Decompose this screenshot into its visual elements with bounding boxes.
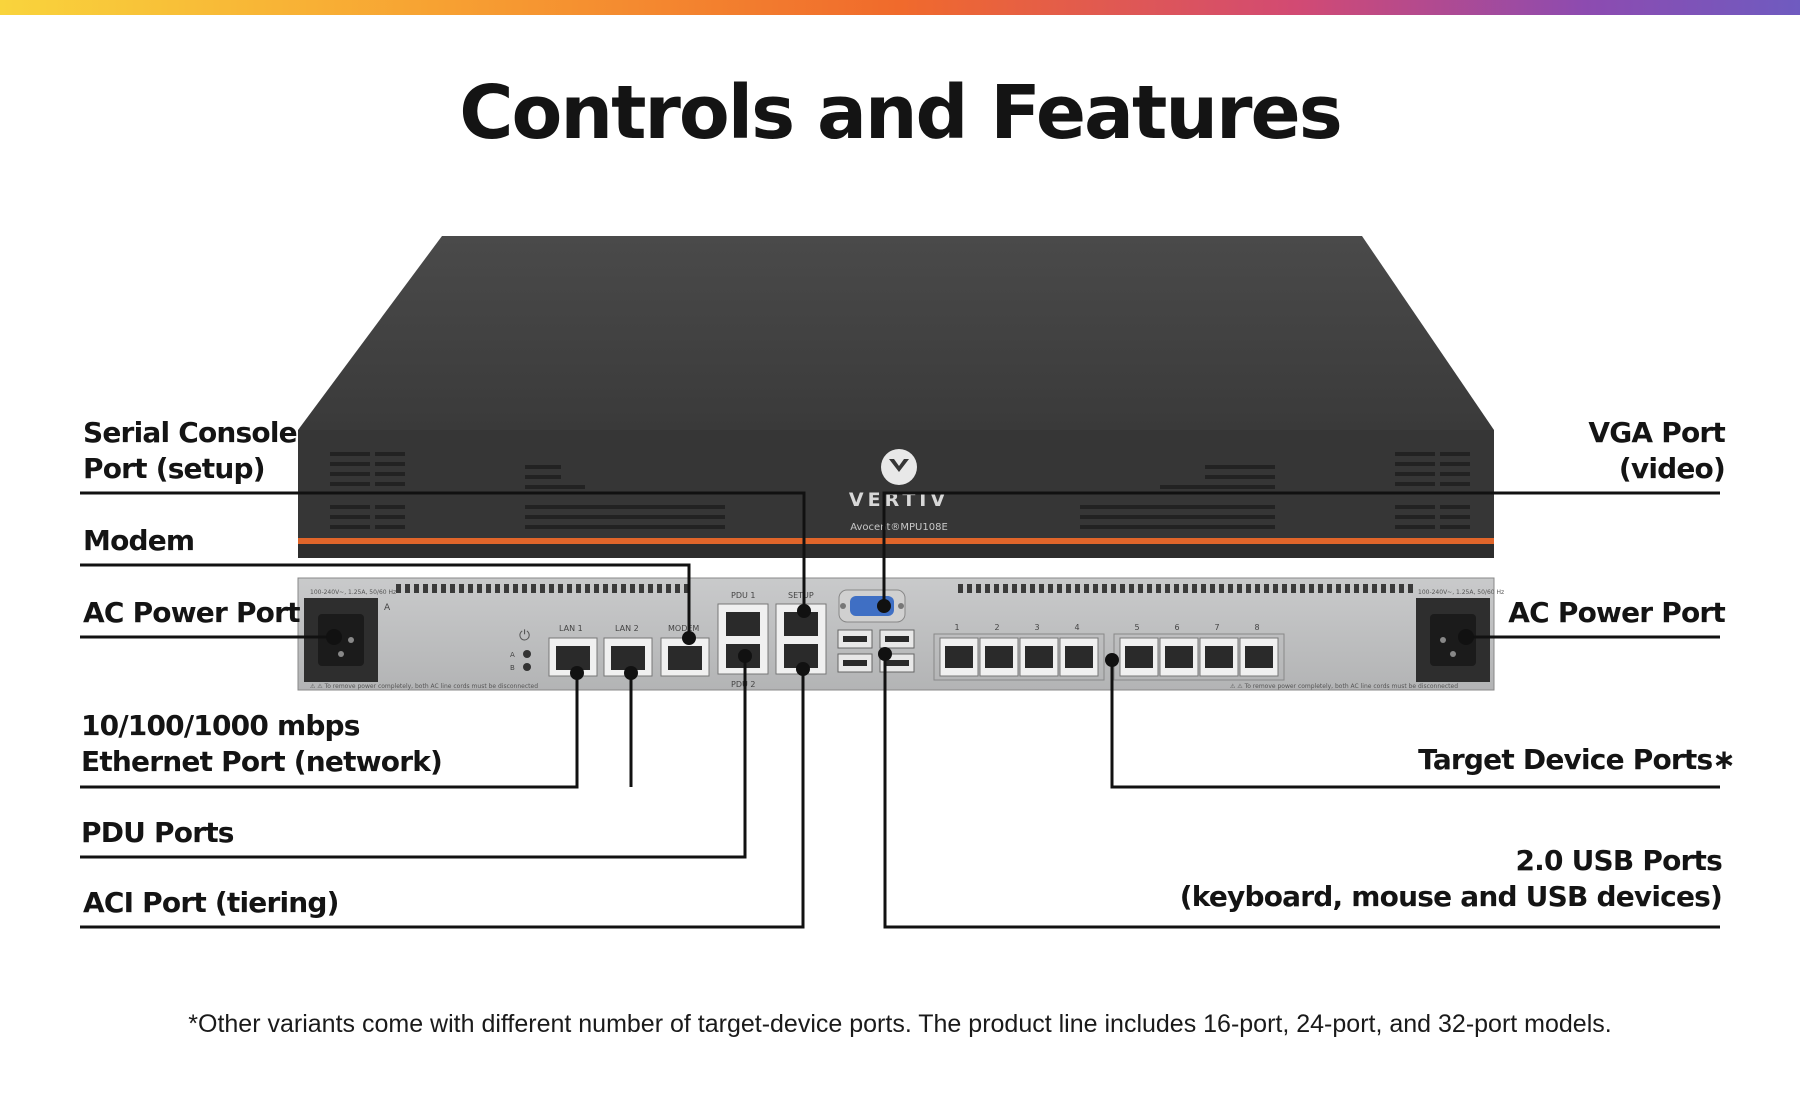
callout-dots: [326, 599, 1474, 680]
svg-text:B: B: [510, 664, 515, 672]
svg-text:PDU 1: PDU 1: [731, 591, 755, 600]
ac-power-port-right: [1416, 598, 1490, 682]
label-ac-power-port-right: AC Power Port: [1508, 596, 1726, 629]
svg-text:⚠ ⚠ To remove power completely: ⚠ ⚠ To remove power completely, both AC …: [310, 683, 538, 690]
svg-text:LAN 2: LAN 2: [615, 624, 639, 633]
label-vga-port: VGA Port(video): [1588, 416, 1725, 485]
svg-text:LAN 1: LAN 1: [559, 624, 583, 633]
target-port-number: 1: [954, 623, 959, 632]
target-port-number: 2: [994, 623, 999, 632]
label-pdu-ports: PDU Ports: [81, 816, 234, 849]
svg-text:SETUP: SETUP: [788, 591, 814, 600]
rear-vents: [396, 584, 1413, 593]
page-title: Controls and Features: [459, 70, 1343, 156]
svg-text:100-240V~, 1.25A, 50/60 Hz: 100-240V~, 1.25A, 50/60 Hz: [310, 589, 396, 596]
label-aci-port: ACI Port (tiering): [83, 886, 339, 919]
vga-port: [838, 589, 906, 623]
svg-text:⚠ ⚠ To remove power completely: ⚠ ⚠ To remove power completely, both AC …: [1230, 683, 1458, 690]
target-port-number: 8: [1254, 623, 1259, 632]
target-port-number: 4: [1074, 623, 1079, 632]
target-port-2: 2: [979, 623, 1019, 677]
label-modem: Modem: [83, 524, 195, 557]
svg-text:⏻: ⏻: [519, 628, 530, 644]
target-port-number: 5: [1134, 623, 1139, 632]
target-port-4: 4: [1059, 623, 1099, 677]
label-ac-power-port-left: AC Power Port: [83, 596, 301, 629]
front-vents: [330, 452, 1470, 529]
svg-text:A: A: [510, 651, 515, 659]
target-port-6: 6: [1159, 623, 1199, 677]
target-port-7: 7: [1199, 623, 1239, 677]
target-port-number: 6: [1174, 623, 1179, 632]
target-device-ports: 1 2 3 4 5 6 7 8: [933, 623, 1285, 681]
lan1-port: [548, 637, 598, 677]
svg-text:PDU 2: PDU 2: [731, 680, 755, 689]
target-port-3: 3: [1019, 623, 1059, 677]
target-port-number: 7: [1214, 623, 1219, 632]
svg-text:MODEM: MODEM: [668, 624, 699, 633]
pdu-ports: [717, 603, 769, 675]
target-port-5: 5: [1119, 623, 1159, 677]
target-port-1: 1: [939, 623, 979, 677]
orange-stripe: [298, 538, 1494, 544]
svg-text:100-240V~, 1.25A, 50/60 Hz: 100-240V~, 1.25A, 50/60 Hz: [1418, 589, 1504, 596]
gradient-top-bar: [0, 0, 1800, 15]
model-text: Avocent®MPU108E: [850, 522, 948, 533]
modem-port: [660, 637, 710, 677]
callout-lines: [80, 491, 1720, 929]
target-port-number: 3: [1034, 623, 1039, 632]
chassis-top: [298, 236, 1494, 430]
footnote: *Other variants come with different numb…: [188, 1010, 1612, 1038]
label-target-device-ports: Target Device Ports∗: [1418, 743, 1736, 776]
label-usb-ports: 2.0 USB Ports(keyboard, mouse and USB de…: [1179, 844, 1723, 913]
target-port-8: 8: [1239, 623, 1279, 677]
svg-text:A: A: [384, 603, 391, 613]
